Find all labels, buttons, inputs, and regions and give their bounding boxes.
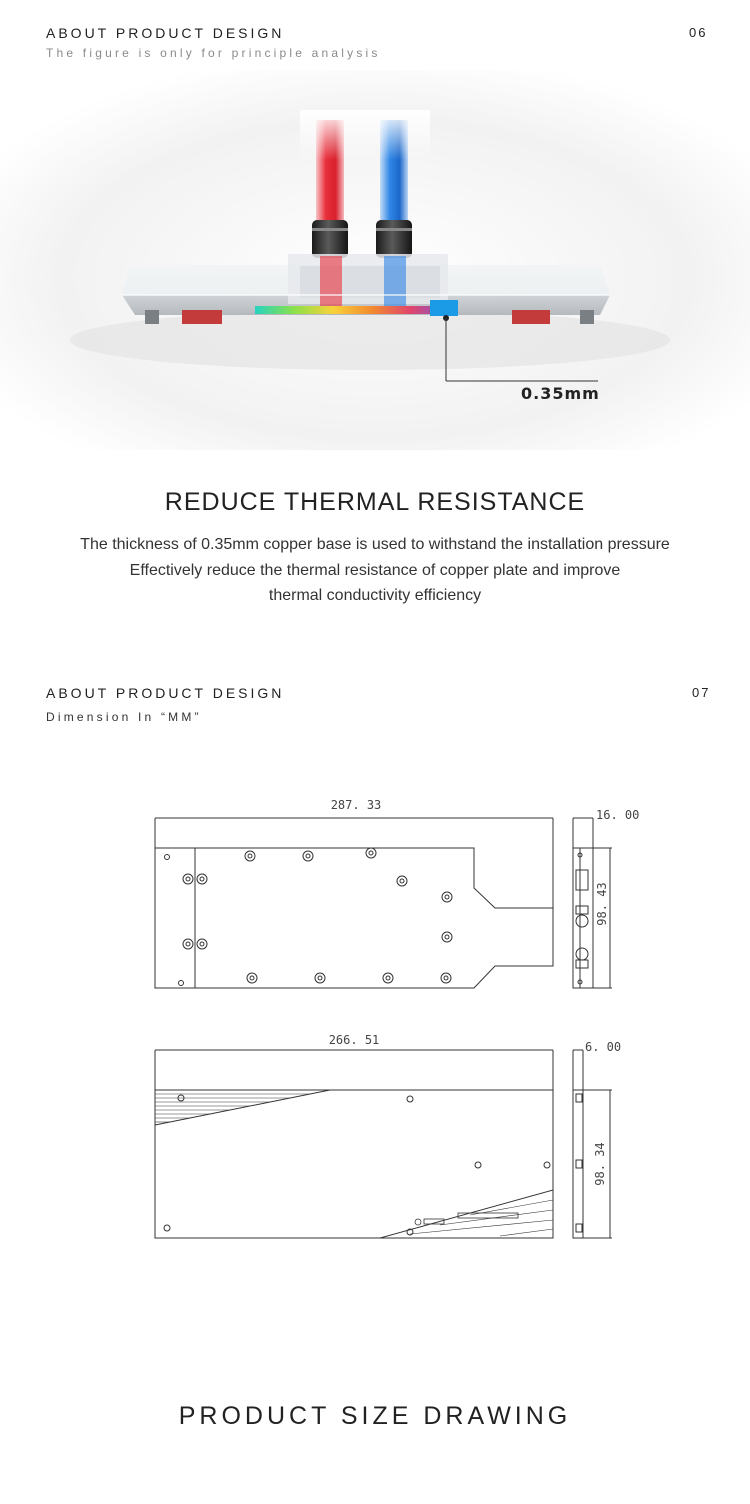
front-thickness-dim: 16. 00 bbox=[596, 808, 639, 822]
page-number-1: 06 bbox=[689, 25, 708, 40]
back-side-view bbox=[572, 1049, 612, 1239]
body-line-3: thermal conductivity efficiency bbox=[268, 587, 482, 604]
body-line-2: Effectively reduce the thermal resistanc… bbox=[129, 562, 621, 579]
front-screws bbox=[164, 847, 453, 986]
page-number-2: 07 bbox=[692, 685, 711, 700]
front-length-dim: 287. 33 bbox=[331, 798, 382, 812]
back-length-dim: 266. 51 bbox=[329, 1033, 380, 1047]
front-view bbox=[154, 817, 554, 989]
copper-base-thickness-label: 0.35mm bbox=[521, 384, 600, 403]
back-thickness-dim: 6. 00 bbox=[585, 1040, 621, 1054]
dimension-drawing: 287. 33 16. 00 98. 43 266. 51 6. 00 98. … bbox=[154, 798, 639, 1239]
section-subtitle-2: Dimension In “MM” bbox=[46, 710, 202, 724]
back-view bbox=[154, 1049, 554, 1239]
body-line-1: The thickness of 0.35mm copper base is u… bbox=[80, 536, 670, 553]
back-height-dim: 98. 34 bbox=[593, 1142, 607, 1185]
thermal-resistance-headline: REDUCE THERMAL RESISTANCE bbox=[164, 488, 586, 516]
section-subtitle-1: The figure is only for principle analysi… bbox=[46, 46, 381, 60]
section-title-2: ABOUT PRODUCT DESIGN bbox=[46, 685, 285, 701]
water-block-illustration bbox=[0, 70, 750, 450]
front-side-view bbox=[572, 817, 612, 989]
section-title-1: ABOUT PRODUCT DESIGN bbox=[46, 25, 285, 41]
front-height-dim: 98. 43 bbox=[595, 882, 609, 925]
product-size-drawing-headline: PRODUCT SIZE DRAWING bbox=[178, 1402, 572, 1430]
